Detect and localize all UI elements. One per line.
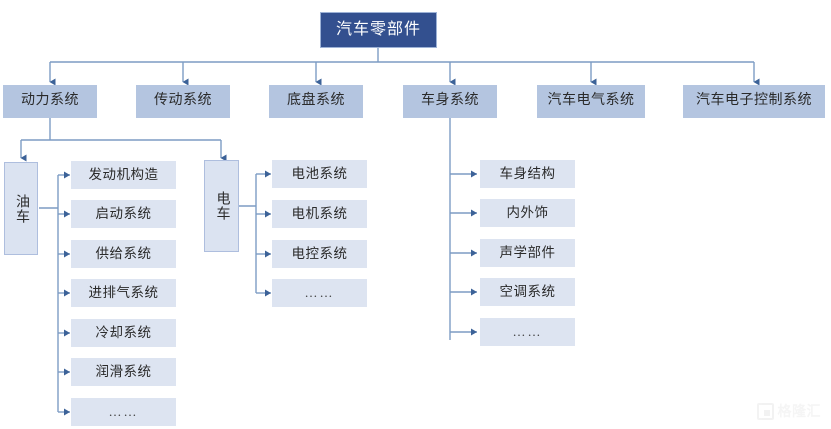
- leaf-node-electric-vehicle-more[interactable]: ……: [272, 279, 367, 307]
- leaf-node-battery-system[interactable]: 电池系统: [272, 160, 367, 188]
- group-label-electric-vehicle[interactable]: 电车: [204, 160, 239, 252]
- level2-node-powertrain[interactable]: 动力系统: [3, 85, 97, 118]
- root-node-automotive-parts[interactable]: 汽车零部件: [320, 12, 437, 48]
- leaf-node-cooling-system[interactable]: 冷却系统: [71, 319, 176, 347]
- leaf-node-engine-structure[interactable]: 发动机构造: [71, 161, 176, 189]
- leaf-node-lubrication-system[interactable]: 润滑系统: [71, 358, 176, 386]
- leaf-node-body-more[interactable]: ……: [480, 318, 575, 346]
- level2-node-electronic-control[interactable]: 汽车电子控制系统: [683, 85, 825, 118]
- leaf-node-motor-system[interactable]: 电机系统: [272, 200, 367, 228]
- level2-node-chassis[interactable]: 底盘系统: [269, 85, 363, 118]
- leaf-node-supply-system[interactable]: 供给系统: [71, 240, 176, 268]
- leaf-node-interior-exterior-trim[interactable]: 内外饰: [480, 199, 575, 227]
- level2-node-transmission[interactable]: 传动系统: [136, 85, 230, 118]
- leaf-node-fuel-vehicle-more[interactable]: ……: [71, 398, 176, 426]
- level2-node-electrical[interactable]: 汽车电气系统: [537, 85, 645, 118]
- glonghui-logo-icon: [756, 402, 774, 420]
- leaf-node-electronic-control-system[interactable]: 电控系统: [272, 240, 367, 268]
- group-label-fuel-vehicle[interactable]: 油车: [4, 162, 38, 255]
- leaf-node-intake-exhaust-system[interactable]: 进排气系统: [71, 279, 176, 307]
- leaf-node-hvac-system[interactable]: 空调系统: [480, 278, 575, 306]
- leaf-node-body-structure[interactable]: 车身结构: [480, 160, 575, 188]
- watermark: 格隆汇: [756, 401, 822, 421]
- level2-node-body[interactable]: 车身系统: [403, 85, 497, 118]
- watermark-text: 格隆汇: [777, 403, 821, 419]
- leaf-node-starting-system[interactable]: 启动系统: [71, 200, 176, 228]
- leaf-node-acoustic-components[interactable]: 声学部件: [480, 239, 575, 267]
